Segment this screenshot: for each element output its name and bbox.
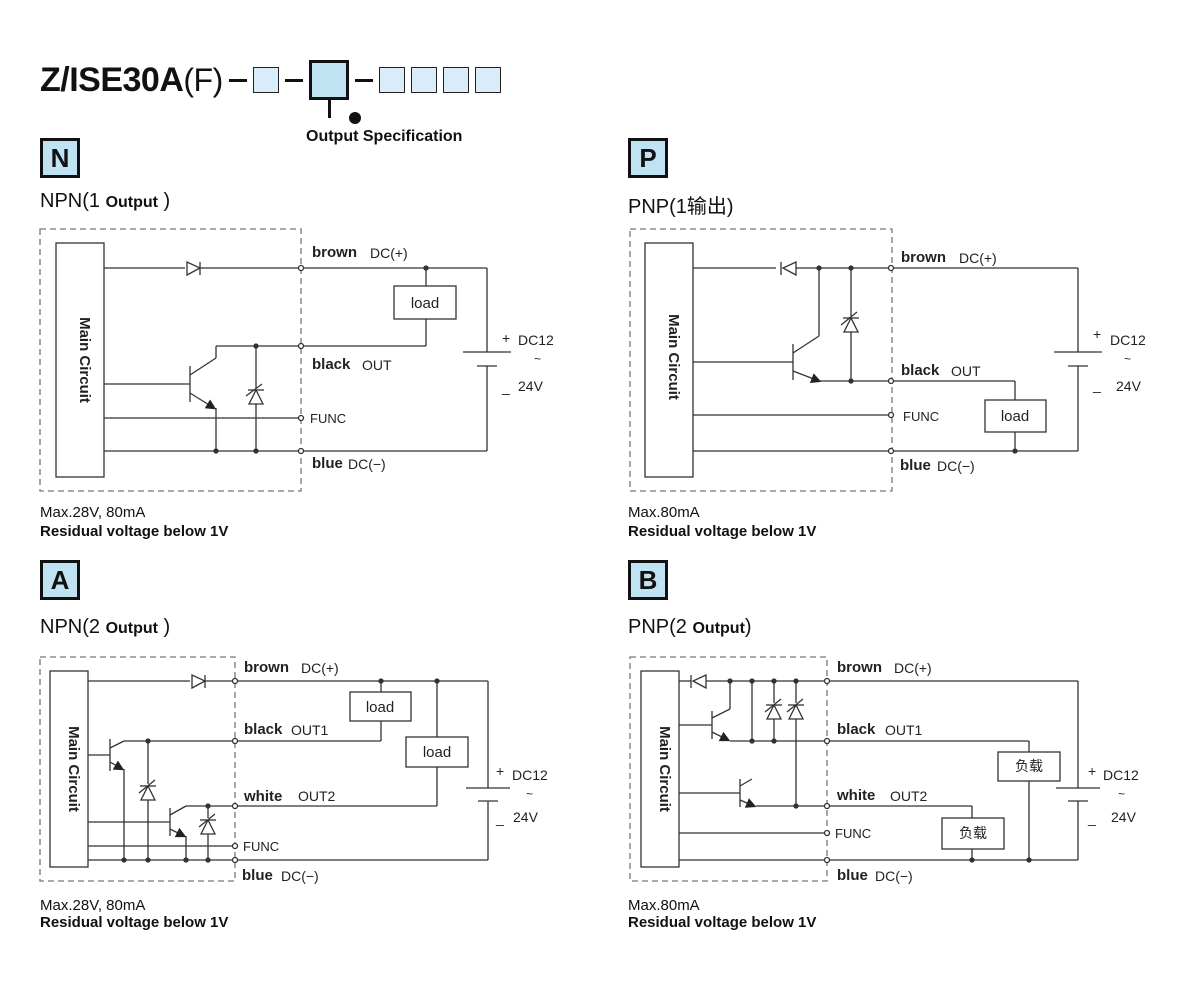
v24-label: 24V — [518, 378, 544, 394]
dc-minus-label: DC(−) — [875, 868, 913, 884]
out-label: OUT — [362, 357, 392, 373]
wire-black-label: black — [901, 362, 940, 379]
minus-label: _ — [495, 810, 504, 826]
dc-minus-label: DC(−) — [281, 868, 319, 884]
badge-n: N — [40, 138, 80, 178]
v24-label: 24V — [1116, 378, 1142, 394]
note-b-residual: Residual voltage below 1V — [628, 914, 817, 931]
diagram-p — [629, 228, 1102, 492]
dc-plus-label: DC(+) — [301, 660, 339, 676]
main-circuit-label: Main Circuit — [65, 726, 82, 812]
dc-plus-label: DC(+) — [370, 245, 408, 261]
wire-blue-label: blue — [900, 457, 931, 474]
main-circuit-label: Main Circuit — [665, 314, 682, 400]
badge-a: A — [40, 560, 80, 600]
main-circuit-label: Main Circuit — [656, 726, 673, 812]
wire-brown-label: brown — [312, 244, 357, 261]
code-box-1 — [252, 67, 279, 93]
load-label: load — [366, 699, 394, 716]
model-prefix: Z/ISE30A — [40, 60, 184, 99]
dc-minus-label: DC(−) — [937, 458, 975, 474]
wire-white-label: white — [836, 787, 875, 804]
dc12-label: DC12 — [1110, 332, 1146, 348]
dc12-label: DC12 — [512, 767, 548, 783]
note-p-rating: Max.80mA — [628, 504, 700, 521]
badge-b: B — [628, 560, 668, 600]
load-label: 负载 — [1015, 758, 1043, 774]
note-p-residual: Residual voltage below 1V — [628, 523, 817, 540]
out1-label: OUT1 — [885, 722, 923, 738]
note-a-residual: Residual voltage below 1V — [40, 914, 229, 931]
v24-label: 24V — [513, 809, 539, 825]
main-circuit-label: Main Circuit — [76, 317, 93, 403]
dc-plus-label: DC(+) — [894, 660, 932, 676]
dash — [228, 78, 247, 82]
badge-p: P — [628, 138, 668, 178]
pointer-dot — [349, 112, 361, 124]
code-box-3 — [378, 67, 405, 93]
note-n-residual: Residual voltage below 1V — [40, 523, 229, 540]
wire-brown-label: brown — [901, 249, 946, 266]
wire-white-label: white — [243, 788, 282, 805]
v24-label: 24V — [1111, 809, 1137, 825]
plus-label: + — [1088, 763, 1096, 779]
dash — [284, 78, 303, 82]
dash — [354, 78, 373, 82]
minus-label: _ — [501, 379, 510, 395]
wire-black-label: black — [837, 721, 876, 738]
model-code-row: Z/ISE30A (F) — [40, 55, 501, 118]
section-p-title: PNP(1输出) — [628, 196, 734, 218]
wire-brown-label: brown — [244, 659, 289, 676]
load-label: 负载 — [959, 825, 987, 841]
code-box-5 — [442, 67, 469, 93]
func-label: FUNC — [310, 411, 346, 426]
tilde-label: ~ — [1118, 787, 1125, 801]
note-n-rating: Max.28V, 80mA — [40, 504, 146, 521]
load-label: load — [423, 744, 451, 761]
tilde-label: ~ — [534, 352, 541, 366]
wire-brown-label: brown — [837, 659, 882, 676]
plus-label: + — [1093, 326, 1101, 342]
model-option: (F) — [183, 61, 223, 98]
code-box-6 — [474, 67, 501, 93]
diagram-n — [39, 228, 511, 492]
wire-blue-label: blue — [837, 867, 868, 884]
dc-minus-label: DC(−) — [348, 456, 386, 472]
func-label: FUNC — [903, 409, 939, 424]
load-label: load — [411, 295, 439, 312]
wire-black-label: black — [244, 721, 283, 738]
diagram-a — [39, 656, 510, 882]
plus-label: + — [496, 763, 504, 779]
func-label: FUNC — [835, 826, 871, 841]
wire-blue-label: blue — [312, 455, 343, 472]
note-a-rating: Max.28V, 80mA — [40, 897, 146, 914]
func-label: FUNC — [243, 839, 279, 854]
section-n-title: NPN(1 Output ) — [40, 190, 171, 212]
section-b-title: PNP(2 Output) — [628, 616, 752, 638]
out2-label: OUT2 — [890, 788, 928, 804]
minus-label: _ — [1092, 377, 1101, 393]
out2-label: OUT2 — [298, 788, 336, 804]
dc-plus-label: DC(+) — [959, 250, 997, 266]
dc12-label: DC12 — [1103, 767, 1139, 783]
section-a-title: NPN(2 Output ) — [40, 616, 171, 638]
plus-label: + — [502, 330, 510, 346]
load-label: load — [1001, 408, 1029, 425]
dc12-label: DC12 — [518, 332, 554, 348]
minus-label: _ — [1087, 810, 1096, 826]
tilde-label: ~ — [1124, 352, 1131, 366]
tilde-label: ~ — [526, 787, 533, 801]
out-label: OUT — [951, 363, 981, 379]
wire-black-label: black — [312, 356, 351, 373]
note-b-rating: Max.80mA — [628, 897, 700, 914]
diagram-b — [629, 656, 1100, 882]
out1-label: OUT1 — [291, 722, 329, 738]
output-spec-label: Output Specification — [306, 128, 463, 145]
wire-blue-label: blue — [242, 867, 273, 884]
code-box-4 — [410, 67, 437, 93]
code-box-output-spec — [308, 60, 349, 118]
